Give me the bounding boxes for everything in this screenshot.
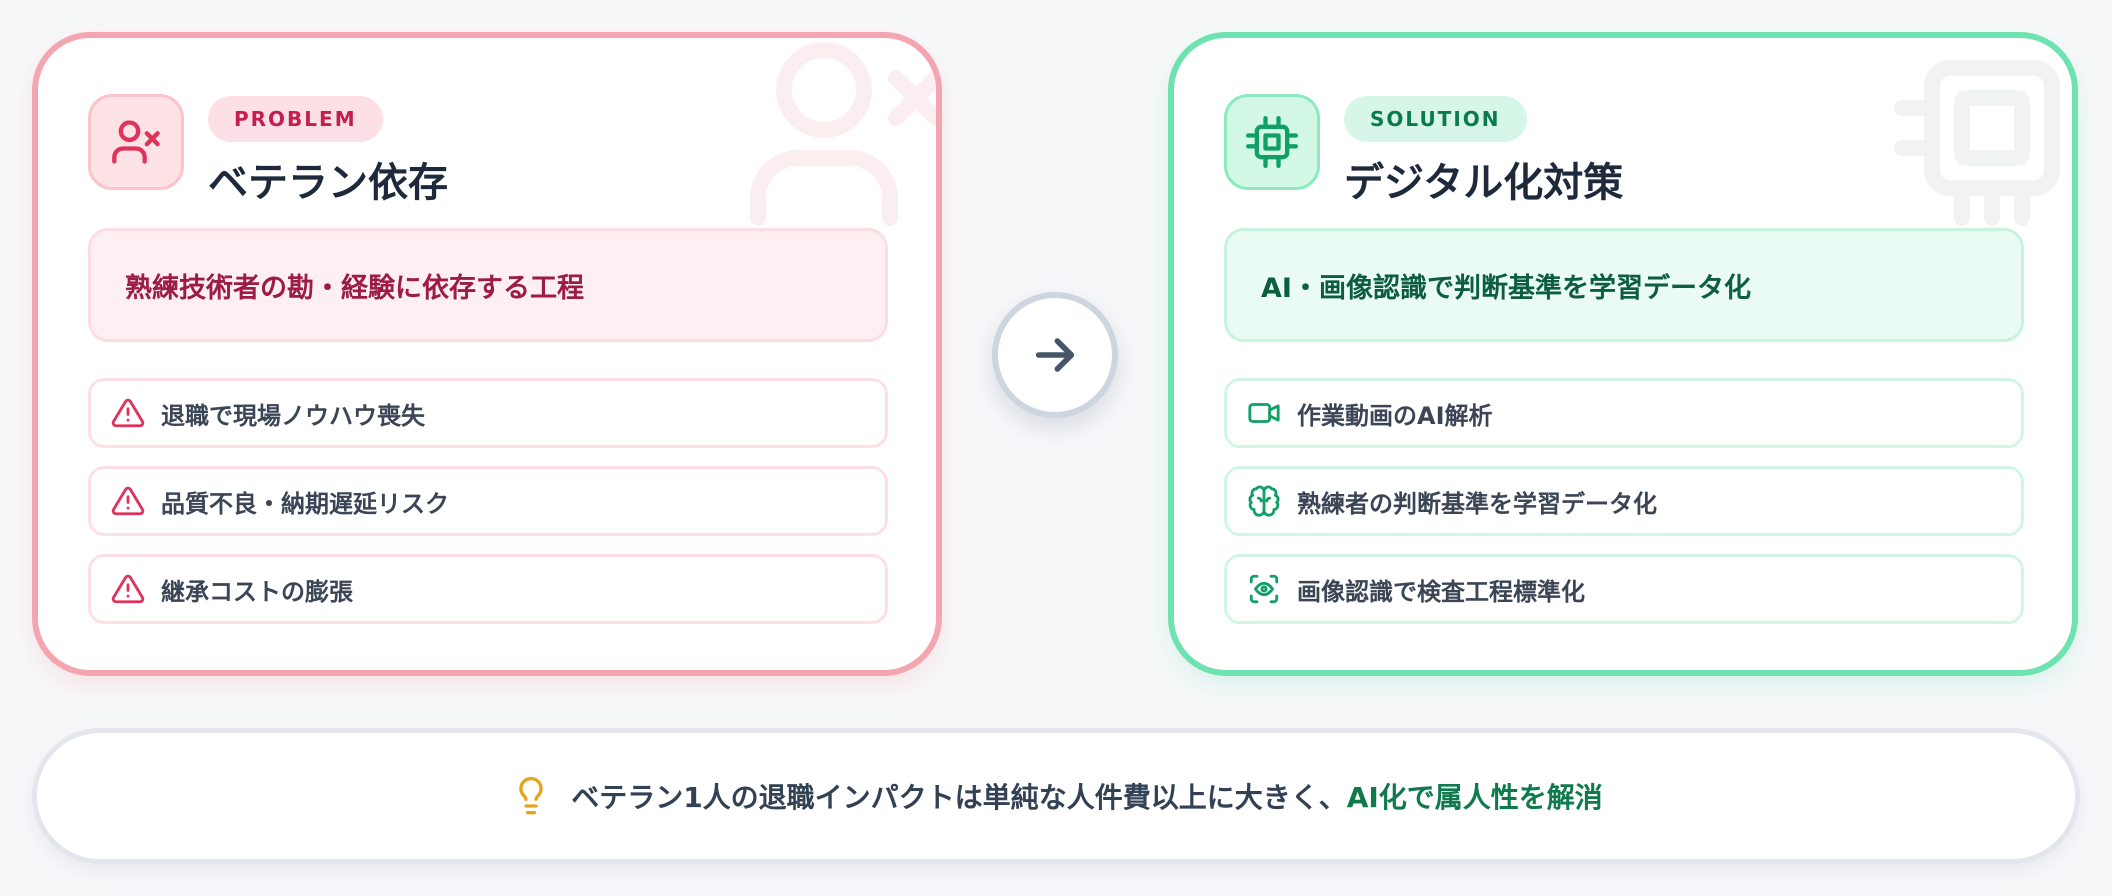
- problem-card: PROBLEM ベテラン依存 熟練技術者の勘・経験に依存する工程 退職で現場ノウ…: [32, 32, 942, 676]
- problem-highlight: 熟練技術者の勘・経験に依存する工程: [88, 228, 888, 342]
- user-x-watermark-icon: [750, 42, 936, 226]
- summary-text: ベテラン1人の退職インパクトは単純な人件費以上に大きく、: [571, 781, 1347, 814]
- problem-badge: PROBLEM: [208, 96, 383, 142]
- solution-card: SOLUTION デジタル化対策 AI・画像認識で判断基準を学習データ化 作業動…: [1168, 32, 2078, 676]
- chip-icon: [1224, 94, 1320, 190]
- summary-banner: ベテラン1人の退職インパクトは単純な人件費以上に大きく、 AI化で属人性を解消: [32, 728, 2080, 864]
- warning-triangle-icon: [109, 570, 147, 608]
- warning-triangle-icon: [109, 394, 147, 432]
- problem-item: 退職で現場ノウハウ喪失: [88, 378, 888, 448]
- scan-eye-icon: [1245, 570, 1283, 608]
- solution-highlight: AI・画像認識で判断基準を学習データ化: [1224, 228, 2024, 342]
- arrow-connector: [992, 292, 1118, 418]
- warning-triangle-icon: [109, 482, 147, 520]
- solution-item-label: 作業動画のAI解析: [1297, 401, 1493, 430]
- problem-item-label: 品質不良・納期遅延リスク: [161, 489, 449, 518]
- solution-item-label: 画像認識で検査工程標準化: [1297, 577, 1585, 606]
- lightbulb-icon: [509, 774, 553, 818]
- problem-item-label: 退職で現場ノウハウ喪失: [161, 401, 425, 430]
- solution-item: 作業動画のAI解析: [1224, 378, 2024, 448]
- problem-title: ベテラン依存: [208, 160, 448, 206]
- problem-item: 継承コストの膨張: [88, 554, 888, 624]
- solution-item-label: 熟練者の判断基準を学習データ化: [1297, 489, 1657, 518]
- video-icon: [1245, 394, 1283, 432]
- user-x-icon: [88, 94, 184, 190]
- problem-item-label: 継承コストの膨張: [161, 577, 353, 606]
- brain-icon: [1245, 482, 1283, 520]
- chip-watermark-icon: [1894, 60, 2060, 226]
- solution-title: デジタル化対策: [1344, 160, 1624, 206]
- problem-item: 品質不良・納期遅延リスク: [88, 466, 888, 536]
- solution-badge: SOLUTION: [1344, 96, 1527, 142]
- solution-item: 画像認識で検査工程標準化: [1224, 554, 2024, 624]
- solution-item: 熟練者の判断基準を学習データ化: [1224, 466, 2024, 536]
- summary-highlight: AI化で属人性を解消: [1346, 781, 1603, 814]
- arrow-right-icon: [1035, 338, 1075, 372]
